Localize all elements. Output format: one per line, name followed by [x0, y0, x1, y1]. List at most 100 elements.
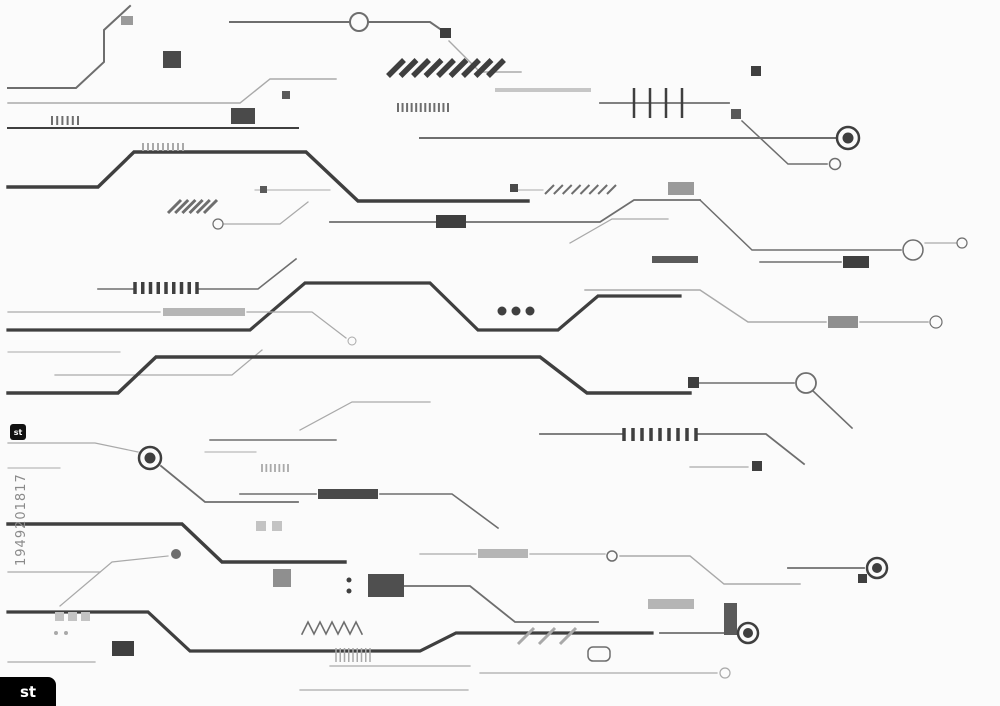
circuit-node: [212, 218, 224, 230]
circuit-chip: [272, 521, 282, 531]
hatch-line: [588, 184, 599, 195]
circuit-trace: [54, 349, 263, 376]
hatch-line: [562, 184, 573, 195]
hatch-line: [558, 626, 578, 646]
circuit-chip: [587, 646, 611, 662]
hatch-line: [579, 184, 591, 195]
circuit-node: [828, 157, 842, 171]
hatch-line: [195, 198, 211, 215]
hatch-line: [516, 626, 536, 646]
hatch-line: [597, 184, 608, 195]
circuit-trace: [368, 21, 445, 33]
adobe-stock-logo-text: st: [19, 682, 37, 701]
circuit-trace: [6, 522, 347, 564]
circuit-trace: [584, 289, 827, 323]
watermark-mini-logo-text: st: [13, 427, 23, 437]
hatch-line: [386, 58, 406, 78]
circuit-chip: [260, 186, 267, 193]
adobe-stock-logo: st: [0, 677, 56, 706]
hatch-line: [166, 198, 183, 215]
circuit-node-ring: [835, 125, 861, 151]
hatch-line: [188, 198, 204, 215]
circuit-chip: [858, 574, 867, 583]
circuit-chip: [652, 256, 698, 263]
circuit-chip: [121, 16, 133, 25]
circuit-chip: [752, 461, 762, 471]
circuit-chip: [843, 256, 869, 268]
hatch-line: [202, 198, 219, 215]
hatch-pattern: [335, 648, 371, 662]
circuit-chip: [81, 612, 90, 621]
hatch-pattern: [516, 626, 578, 646]
circuit-node: [349, 12, 369, 32]
circuit-chip: [440, 28, 451, 38]
circuit-chip: [724, 603, 737, 635]
hatch-pattern: [386, 58, 506, 78]
circuit-trace: [223, 201, 309, 225]
circuit-dot: [346, 588, 352, 594]
circuit-trace: [246, 311, 347, 339]
circuit-chip: [828, 316, 858, 328]
circuit-chip: [318, 489, 378, 499]
circuit-chip: [648, 599, 694, 609]
circuit-trace: [811, 389, 854, 430]
circuit-chip: [688, 377, 699, 388]
hatch-pattern: [622, 428, 698, 441]
circuit-node: [956, 237, 968, 249]
circuit-chip: [478, 549, 528, 558]
circuit-dot: [171, 549, 181, 559]
circuit-node: [347, 336, 357, 346]
circuit-trace: [697, 433, 806, 466]
hatch-line: [570, 184, 582, 195]
circuit-trace: [300, 620, 364, 636]
circuit-node: [606, 550, 618, 562]
hatch-line: [181, 198, 197, 215]
circuit-dot: [64, 631, 68, 635]
watermark-mini-logo: st: [10, 424, 26, 440]
circuit-trace: [6, 281, 682, 332]
circuit-node-ring: [736, 621, 760, 645]
circuit-node: [795, 372, 817, 394]
circuit-chip: [68, 612, 77, 621]
circuit-trace: [619, 555, 801, 585]
circuit-chip: [256, 521, 266, 531]
circuit-dot: [525, 306, 535, 316]
circuit-trace: [403, 585, 599, 623]
hatch-line: [544, 184, 555, 195]
circuit-chip: [163, 51, 181, 68]
circuit-chip: [273, 569, 291, 587]
circuit-chip: [751, 66, 761, 76]
circuit-chip: [668, 182, 694, 195]
circuit-node-core: [872, 563, 882, 573]
hatch-pattern: [133, 282, 199, 294]
hatch-pattern: [544, 184, 617, 195]
circuit-trace: [159, 464, 299, 503]
watermark-id: 1949201817: [14, 473, 29, 566]
circuit-chip: [436, 215, 466, 228]
hatch-line: [606, 184, 617, 195]
circuit-chip: [163, 308, 245, 316]
circuit-chip: [731, 109, 741, 119]
circuit-trace: [379, 493, 500, 530]
circuit-trace: [7, 78, 337, 104]
circuit-trace: [6, 355, 692, 395]
hatch-line: [423, 58, 444, 78]
circuit-trace: [6, 610, 654, 653]
hatch-line: [174, 198, 190, 215]
circuit-chip: [368, 574, 404, 597]
circuit-dot: [511, 306, 521, 316]
circuit-node-core: [842, 132, 854, 144]
hatch-line: [436, 58, 456, 78]
circuit-node-ring: [865, 556, 889, 580]
circuit-trace: [59, 555, 169, 607]
circuit-chip: [231, 108, 255, 124]
circuit-trace: [569, 218, 669, 244]
hatch-pattern: [166, 198, 219, 215]
circuit-node-ring: [137, 445, 163, 471]
hatch-line: [473, 58, 494, 78]
hatch-line: [486, 58, 506, 78]
circuit-chip: [510, 184, 518, 192]
hatch-line: [398, 58, 419, 78]
hatch-pattern: [51, 116, 79, 125]
